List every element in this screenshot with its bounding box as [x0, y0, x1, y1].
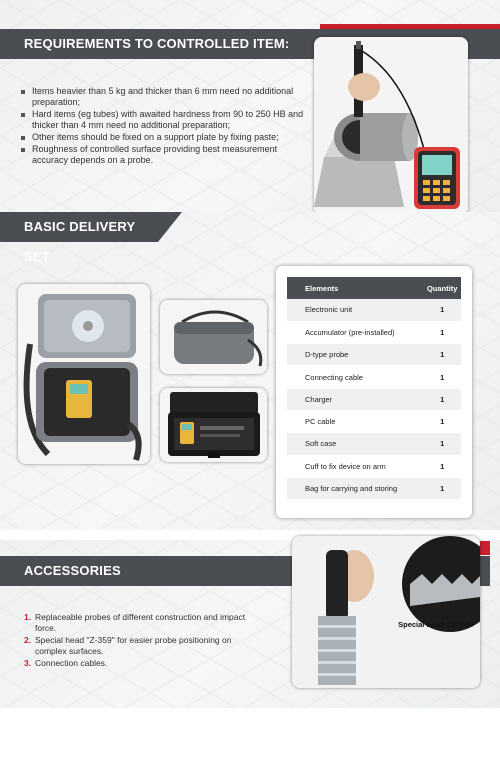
closed-bag-illustration — [160, 300, 267, 374]
tester-illustration — [314, 37, 468, 215]
accent-stripe — [320, 24, 500, 30]
list-item: Items heavier than 5 kg and thicker than… — [20, 86, 310, 108]
list-item: Hard items (eg tubes) with awaited hardn… — [20, 109, 310, 131]
column-header-elements: Elements — [287, 277, 424, 299]
table-cell: 1 — [423, 388, 461, 411]
table-cell: PC cable — [287, 410, 424, 434]
hardness-tester-photo — [314, 37, 468, 215]
accessories-banner: ACCESSORIES — [0, 556, 174, 586]
special-head-illustration — [292, 536, 480, 688]
table-cell: Bag for carrying and storing — [287, 477, 424, 501]
list-item: Roughness of controlled surface providin… — [20, 144, 310, 166]
item-number: 2. — [24, 635, 32, 645]
item-text: Replaceable probes of different construc… — [35, 612, 246, 633]
requirements-title: REQUIREMENTS TO CONTROLLED ITEM: — [24, 36, 290, 51]
list-item: Other items should be fixed on a support… — [20, 132, 310, 143]
table-cell: Connecting cable — [287, 365, 424, 389]
table-cell: 1 — [423, 432, 461, 456]
table-cell: 1 — [423, 410, 461, 434]
table-cell: 1 — [423, 477, 461, 501]
list-item: 2.Special head "Z-359" for easier probe … — [24, 635, 256, 656]
delivery-title: BASIC DELIVERY SET — [24, 219, 136, 264]
hard-case-illustration — [160, 388, 267, 462]
bag-illustration — [18, 284, 150, 464]
table-cell: 1 — [423, 299, 461, 322]
open-bag-photo — [18, 284, 150, 464]
table-row: Accumulator (pre-installed)1 — [287, 321, 461, 345]
requirements-list: Items heavier than 5 kg and thicker than… — [20, 86, 310, 167]
requirements-banner: REQUIREMENTS TO CONTROLLED ITEM: — [0, 29, 324, 59]
table-cell: 1 — [423, 343, 461, 367]
item-number: 1. — [24, 612, 32, 622]
closed-bag-photo — [160, 300, 267, 374]
table-cell: Cuff to fix device on arm — [287, 455, 424, 478]
column-header-quantity: Quantity — [423, 277, 461, 299]
table-header-row: Elements Quantity — [287, 277, 461, 299]
list-item: 3.Connection cables. — [24, 658, 256, 669]
table-cell: D-type probe — [287, 343, 424, 367]
table-cell: 1 — [423, 455, 461, 478]
table-cell: Soft case — [287, 432, 424, 456]
hard-case-photo — [160, 388, 267, 462]
item-text: Special head "Z-359" for easier probe po… — [35, 635, 232, 656]
accessories-list: 1.Replaceable probes of different constr… — [24, 612, 256, 671]
table-cell: 1 — [423, 365, 461, 389]
table-cell: Charger — [287, 388, 424, 411]
table-cell: 1 — [423, 321, 461, 345]
special-head-caption: Special head «Z-359» — [398, 620, 474, 629]
item-number: 3. — [24, 658, 32, 668]
item-text: Connection cables. — [35, 658, 108, 668]
list-item: 1.Replaceable probes of different constr… — [24, 612, 256, 633]
special-head-photo: Special head «Z-359» — [292, 536, 480, 688]
table-cell: Accumulator (pre-installed) — [287, 321, 424, 345]
table-cell: Electronic unit — [287, 299, 424, 322]
delivery-banner: BASIC DELIVERY SET — [0, 212, 182, 264]
accessories-title: ACCESSORIES — [24, 563, 121, 578]
